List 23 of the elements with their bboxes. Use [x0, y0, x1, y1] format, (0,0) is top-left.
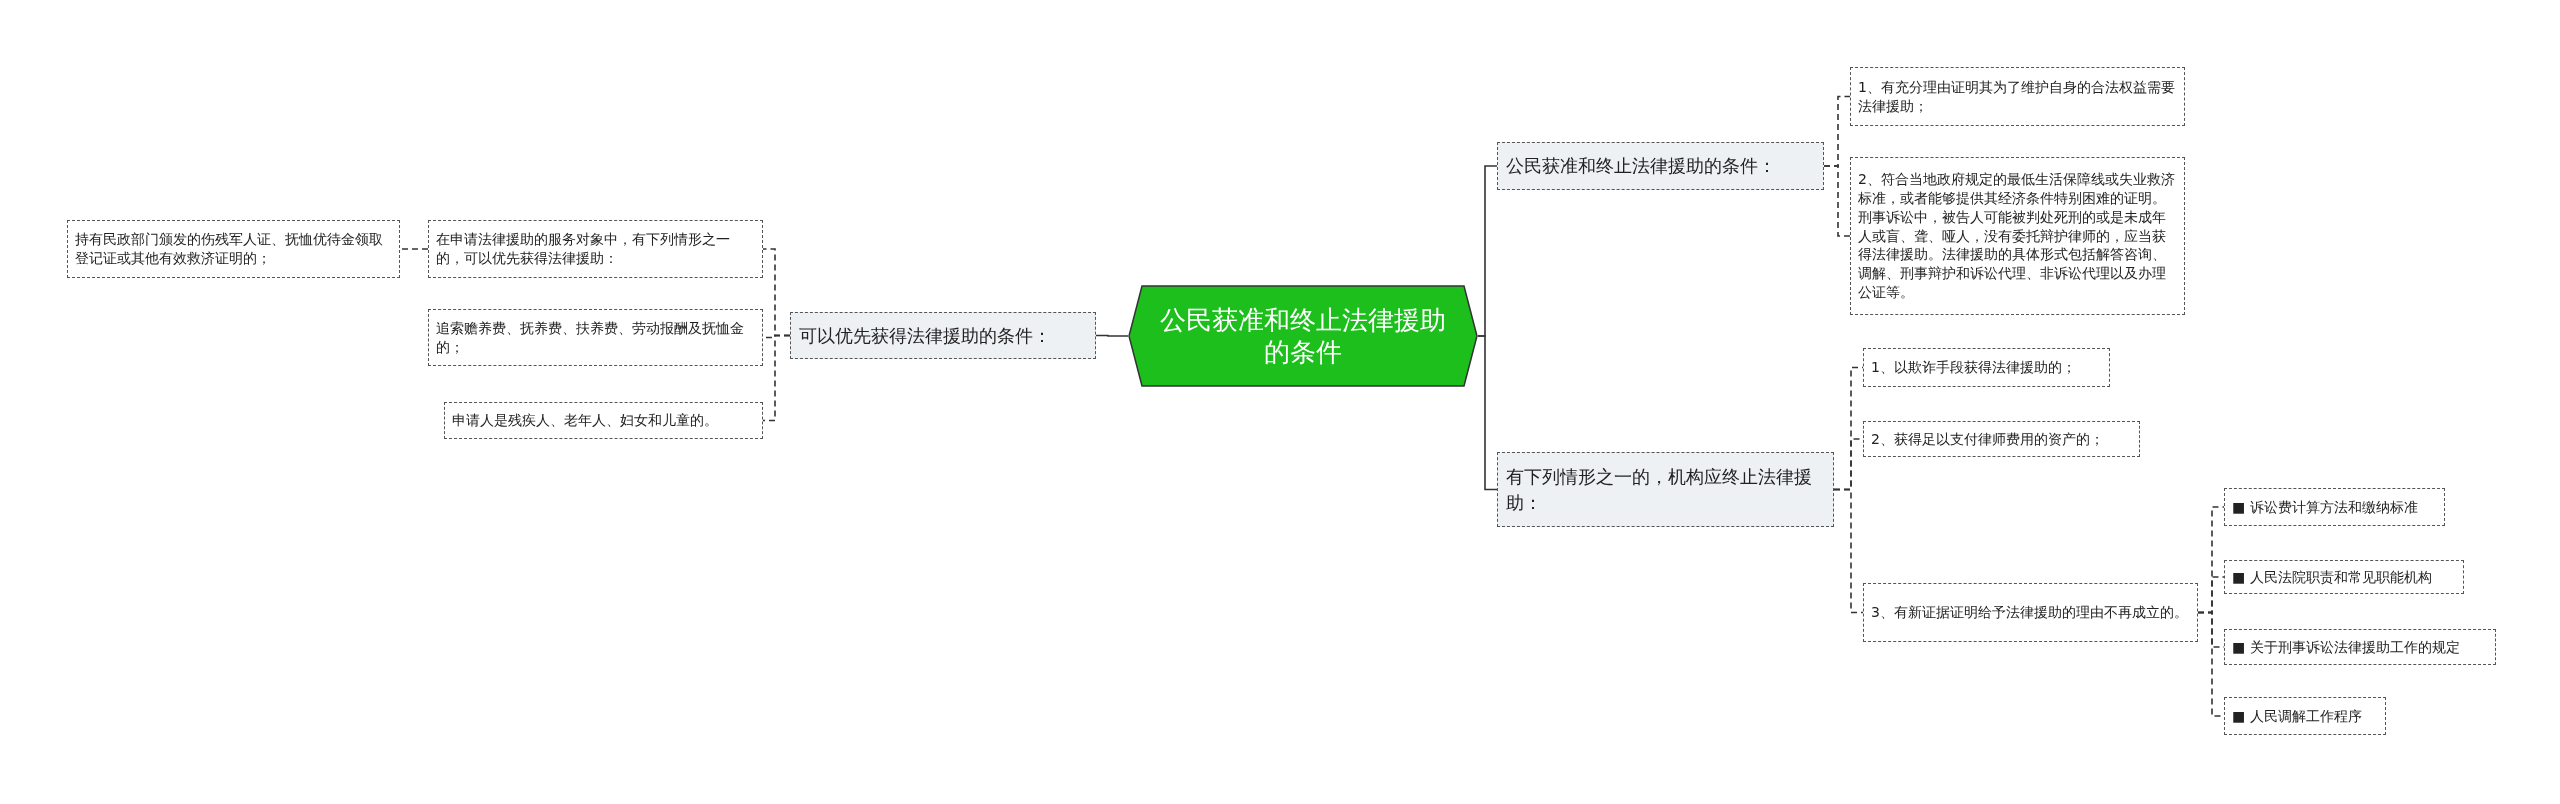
connector-line	[762, 334, 791, 422]
subtopic-box: 1、以欺诈手段获得法律援助的；	[1863, 348, 2110, 387]
connector-line	[1823, 165, 1851, 237]
subtopic-box: 持有民政部门颁发的伤残军人证、抚恤优待金领取登记证或其他有效救济证明的；	[67, 220, 400, 278]
connector-line	[1477, 335, 1498, 491]
branch-topic: 可以优先获得法律援助的条件：	[790, 312, 1096, 359]
subtopic-box: 申请人是残疾人、老年人、妇女和儿童的。	[444, 402, 763, 439]
subtopic-box: ■ 关于刑事诉讼法律援助工作的规定	[2224, 629, 2496, 665]
connector-line	[399, 248, 429, 250]
connector-line	[1833, 488, 1864, 614]
subtopic-box: 1、有充分理由证明其为了维护自身的合法权益需要法律援助；	[1850, 67, 2185, 126]
subtopic-box: 追索赡养费、抚养费、扶养费、劳动报酬及抚恤金的；	[428, 309, 763, 366]
connector-line	[1095, 334, 1129, 337]
subtopic-box: ■ 诉讼费计算方法和缴纳标准	[2224, 488, 2445, 526]
branch-topic: 公民获准和终止法律援助的条件：	[1497, 142, 1824, 190]
subtopic-box: 2、获得足以支付律师费用的资产的；	[1863, 421, 2140, 457]
branch-topic: 有下列情形之一的，机构应终止法律援助：	[1497, 452, 1834, 527]
subtopic-box: 2、符合当地政府规定的最低生活保障线或失业救济标准，或者能够提供其经济条件特别困难的证明。刑事诉讼中，被告人可能被判处死刑的或是未成年人或盲、聋、哑人，没有委托辩护律师的，应当获得法律援助。法律援助的具体形式包括解答咨询、调解、刑事辩护和诉讼代理、非诉讼代理以及办理公证等。	[1850, 157, 2185, 315]
subtopic-box: 3、有新证据证明给予法律援助的理由不再成立的。	[1863, 583, 2198, 642]
subtopic-box: ■ 人民法院职责和常见职能机构	[2224, 560, 2464, 594]
topic-hexagon: 公民获准和终止法律援助的条件	[1128, 285, 1478, 387]
subtopic-box: ■ 人民调解工作程序	[2224, 697, 2386, 735]
subtopic-box: 在申请法律援助的服务对象中，有下列情形之一的，可以优先获得法律援助：	[428, 220, 763, 278]
